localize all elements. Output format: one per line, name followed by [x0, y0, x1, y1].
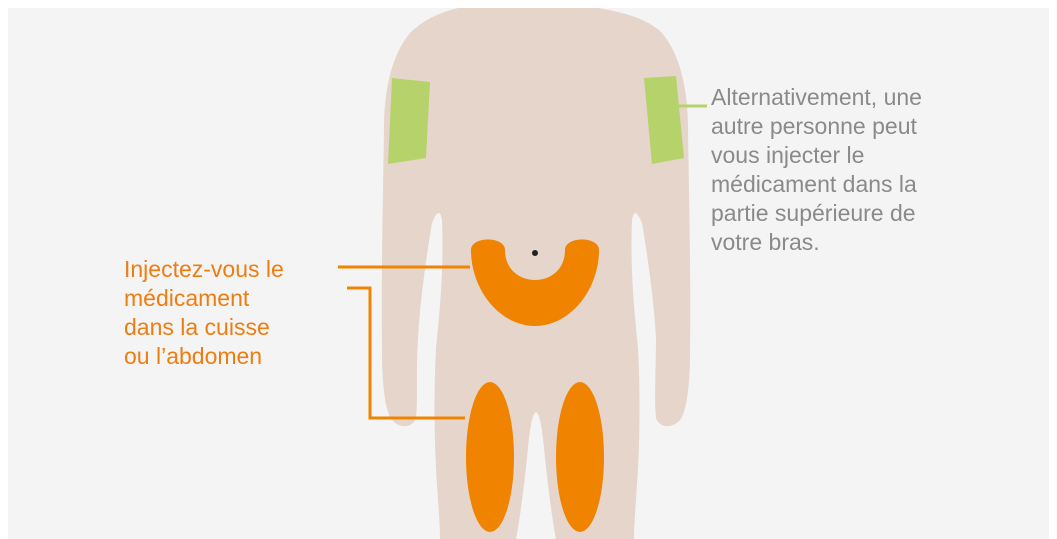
self-injection-line: ou l’abdomen [124, 342, 284, 371]
right-thigh-site [556, 382, 604, 532]
other-person-line: vous injecter le [711, 141, 922, 170]
other-person-injection-label: Alternativement, une autre personne peut… [711, 83, 922, 257]
other-person-line: médicament dans la [711, 170, 922, 199]
other-person-line: autre personne peut [711, 112, 922, 141]
self-injection-line: Injectez-vous le [124, 255, 284, 284]
other-person-line: partie supérieure de [711, 199, 922, 228]
left-upper-arm-site [388, 78, 430, 164]
navel-dot [532, 250, 538, 256]
other-person-line: Alternativement, une [711, 83, 922, 112]
self-injection-line: dans la cuisse [124, 313, 284, 342]
self-injection-label: Injectez-vous le médicament dans la cuis… [124, 255, 284, 371]
injection-sites-diagram: Injectez-vous le médicament dans la cuis… [8, 8, 1049, 539]
other-person-line: votre bras. [711, 228, 922, 257]
left-thigh-site [466, 382, 514, 532]
self-injection-line: médicament [124, 284, 284, 313]
